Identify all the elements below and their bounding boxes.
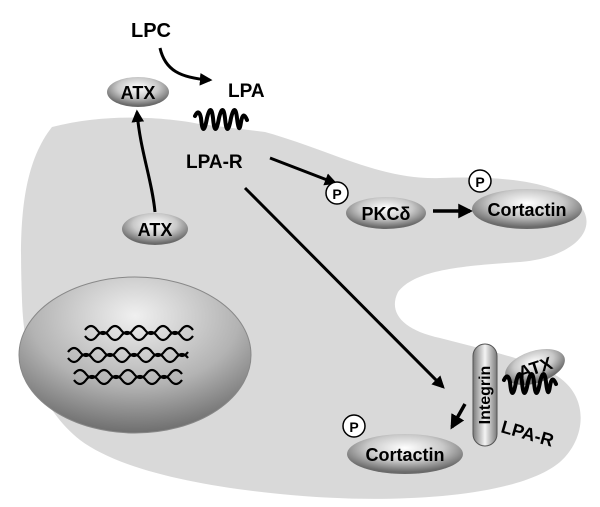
pkc-label: PKCδ xyxy=(362,204,411,224)
phospho-pkc-label: P xyxy=(332,186,341,202)
atx-secretion-arrow xyxy=(131,109,157,213)
integrin-to-cortactin-arrow xyxy=(450,403,467,430)
phospho-cortactin-top-label: P xyxy=(475,174,484,190)
cortactin-top-label: Cortactin xyxy=(487,200,566,220)
phospho-cortactin-top-badge xyxy=(468,169,492,193)
integrin-bar xyxy=(472,343,498,447)
lpa-receptor-bottom-icon xyxy=(502,372,558,395)
lpa-r-to-pkc-arrow xyxy=(269,156,338,186)
phospho-cortactin-bottom-label: P xyxy=(349,419,358,435)
lpa-r-to-integrin-arrow xyxy=(243,186,445,389)
dna-strands xyxy=(67,324,194,386)
phospho-pkc-badge xyxy=(325,181,349,205)
atx-secreted-pill xyxy=(122,213,188,245)
atx-secreted-label: ATX xyxy=(138,220,173,240)
lpa-label: LPA xyxy=(228,81,265,102)
lpa-r-top-label: LPA-R xyxy=(186,152,243,173)
pkc-pill xyxy=(346,197,426,229)
cortactin-bottom-label: Cortactin xyxy=(365,445,444,465)
atx-top-pill xyxy=(107,77,169,107)
phospho-cortactin-bottom-badge xyxy=(342,414,366,438)
cortactin-top-pill xyxy=(472,189,582,229)
integrin-label: Integrin xyxy=(477,366,494,425)
cortactin-bottom-pill xyxy=(347,434,463,474)
lpc-label: LPC xyxy=(131,20,171,42)
lpc-to-lpa-arrow xyxy=(158,47,213,86)
lpa-receptor-top-icon xyxy=(193,108,249,131)
atx-top-label: ATX xyxy=(121,83,156,103)
